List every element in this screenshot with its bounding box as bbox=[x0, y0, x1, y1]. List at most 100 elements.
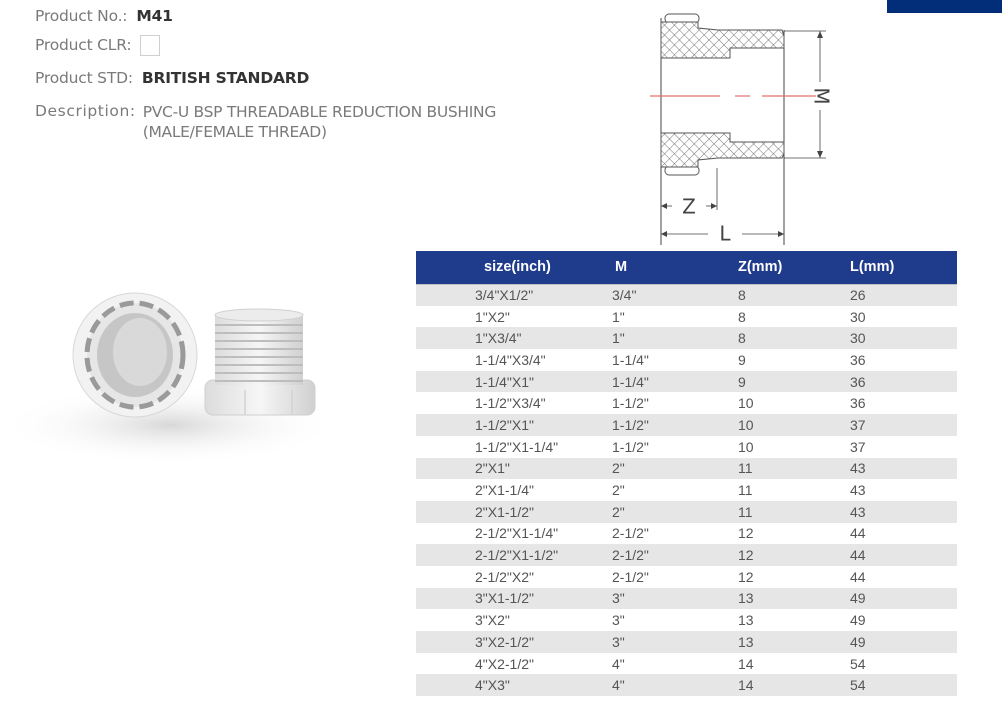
cell-m: 1-1/2" bbox=[612, 435, 738, 458]
cell-size: 2-1/2"X1-1/4" bbox=[416, 522, 612, 545]
cell-m: 3" bbox=[612, 609, 738, 631]
product-number-row: Product No.: M41 bbox=[35, 5, 173, 27]
product-photo bbox=[0, 270, 340, 490]
color-swatch[interactable] bbox=[140, 34, 161, 56]
description-line-1: PVC-U BSP THREADABLE REDUCTION BUSHING bbox=[142, 103, 497, 121]
cell-z: 8 bbox=[738, 284, 850, 306]
cell-l: 43 bbox=[850, 479, 957, 501]
cell-z: 13 bbox=[738, 609, 850, 631]
cell-m: 2" bbox=[612, 479, 738, 501]
cell-z: 13 bbox=[738, 631, 850, 653]
cell-size: 1-1/2"X3/4" bbox=[416, 392, 612, 415]
product-number-label: Product No.: bbox=[35, 7, 128, 25]
product-description-row: Description: PVC-U BSP THREADABLE REDUCT… bbox=[35, 102, 496, 142]
product-standard-label: Product STD: bbox=[35, 69, 133, 87]
product-color-row: Product CLR: bbox=[35, 34, 161, 56]
cell-size: 1-1/2"X1" bbox=[416, 414, 612, 436]
cell-l: 49 bbox=[850, 609, 957, 631]
dim-z-label: Z bbox=[682, 195, 696, 219]
cell-l: 49 bbox=[850, 587, 957, 610]
cell-m: 3" bbox=[612, 631, 738, 653]
cell-z: 12 bbox=[738, 544, 850, 566]
cell-size: 3/4"X1/2" bbox=[416, 284, 612, 306]
cell-l: 44 bbox=[850, 522, 957, 545]
cell-l: 36 bbox=[850, 392, 957, 415]
cell-l: 26 bbox=[850, 284, 957, 306]
cell-size: 1-1/4"X3/4" bbox=[416, 349, 612, 371]
cell-l: 36 bbox=[850, 370, 957, 393]
cell-m: 1" bbox=[612, 305, 738, 328]
dim-m-label: M bbox=[810, 87, 834, 104]
cell-l: 54 bbox=[850, 652, 957, 675]
cell-z: 10 bbox=[738, 414, 850, 436]
cell-z: 12 bbox=[738, 522, 850, 545]
cell-z: 13 bbox=[738, 587, 850, 610]
cell-z: 11 bbox=[738, 479, 850, 501]
cell-size: 1-1/4"X1" bbox=[416, 370, 612, 393]
cell-z: 9 bbox=[738, 349, 850, 371]
cell-z: 11 bbox=[738, 500, 850, 523]
cell-m: 1-1/4" bbox=[612, 349, 738, 371]
cell-size: 2-1/2"X1-1/2" bbox=[416, 544, 612, 566]
dim-l-label: L bbox=[719, 222, 731, 246]
table-header-row: size(inch) M Z(mm) L(mm) bbox=[416, 251, 957, 285]
cell-m: 2" bbox=[612, 457, 738, 480]
cell-m: 3" bbox=[612, 587, 738, 610]
cell-l: 37 bbox=[850, 414, 957, 436]
cell-z: 8 bbox=[738, 327, 850, 350]
description-line-2: (MALE/FEMALE THREAD) bbox=[142, 123, 327, 141]
cell-m: 1-1/2" bbox=[612, 392, 738, 415]
cell-size: 2"X1-1/4" bbox=[416, 479, 612, 501]
cell-size: 1-1/2"X1-1/4" bbox=[416, 435, 612, 458]
cell-m: 1-1/4" bbox=[612, 370, 738, 393]
cell-size: 4"X3" bbox=[416, 674, 612, 697]
product-color-label: Product CLR: bbox=[35, 36, 132, 54]
nav-tab[interactable] bbox=[887, 0, 1002, 13]
cell-l: 43 bbox=[850, 500, 957, 523]
cell-size: 2"X1-1/2" bbox=[416, 500, 612, 523]
cell-l: 44 bbox=[850, 565, 957, 588]
cell-size: 1"X2" bbox=[416, 305, 612, 328]
cell-z: 14 bbox=[738, 674, 850, 697]
header-size: size(inch) bbox=[416, 251, 612, 285]
cell-size: 3"X2-1/2" bbox=[416, 631, 612, 653]
cell-size: 4"X2-1/2" bbox=[416, 652, 612, 675]
cell-l: 36 bbox=[850, 349, 957, 371]
product-standard-value: BRITISH STANDARD bbox=[141, 69, 310, 87]
cell-size: 3"X2" bbox=[416, 609, 612, 631]
cell-size: 2-1/2"X2" bbox=[416, 565, 612, 588]
cell-l: 30 bbox=[850, 305, 957, 328]
cell-m: 1" bbox=[612, 327, 738, 350]
cell-m: 4" bbox=[612, 674, 738, 697]
cell-m: 3/4" bbox=[612, 284, 738, 306]
cell-l: 37 bbox=[850, 435, 957, 458]
cell-m: 2-1/2" bbox=[612, 544, 738, 566]
technical-drawing: M Z L bbox=[620, 0, 850, 250]
cell-m: 1-1/2" bbox=[612, 414, 738, 436]
cell-z: 10 bbox=[738, 435, 850, 458]
header-m: M bbox=[612, 251, 738, 285]
product-standard-row: Product STD: BRITISH STANDARD bbox=[35, 67, 309, 89]
cell-m: 4" bbox=[612, 652, 738, 675]
header-z: Z(mm) bbox=[738, 251, 850, 285]
cell-l: 49 bbox=[850, 631, 957, 653]
cell-l: 44 bbox=[850, 544, 957, 566]
product-description-label: Description: bbox=[35, 102, 136, 120]
